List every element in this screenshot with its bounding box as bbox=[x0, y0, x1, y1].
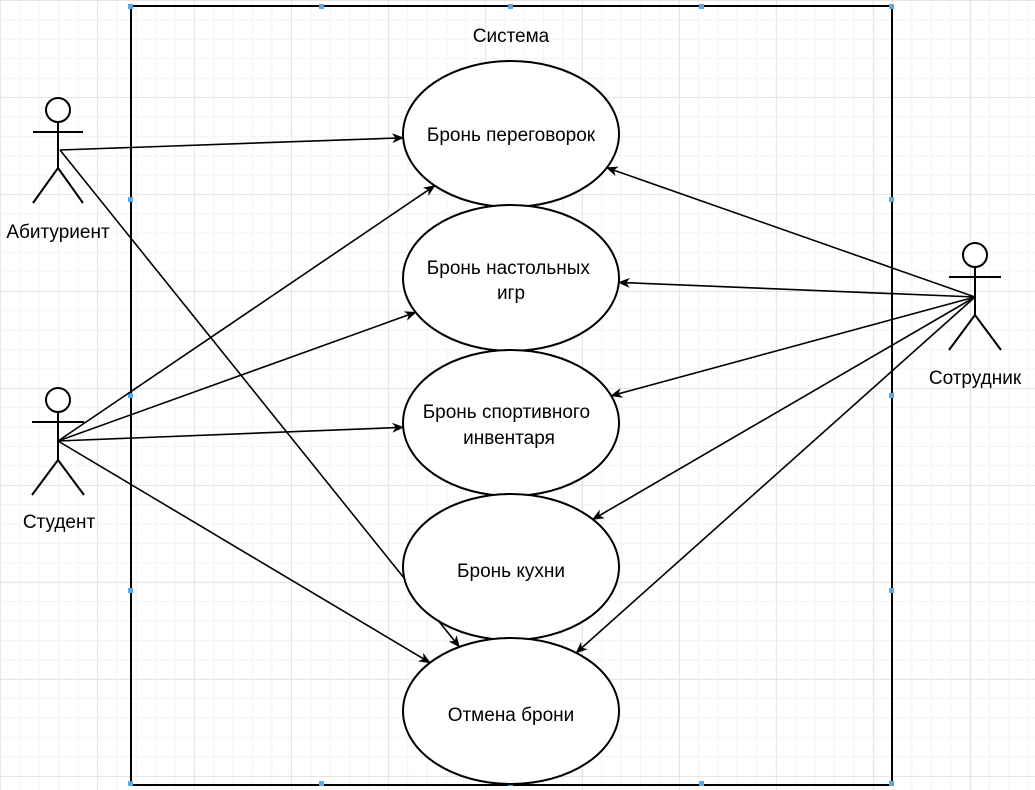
selection-handle[interactable] bbox=[128, 197, 133, 202]
association-arrow-employee-uc2[interactable] bbox=[617, 277, 976, 298]
use-case-sports-equipment[interactable]: Бронь спортивного инвентаря bbox=[402, 349, 620, 497]
association-arrow-student-uc5[interactable] bbox=[57, 440, 431, 664]
actor-label: Сотрудник bbox=[929, 368, 1022, 389]
use-case-meeting-rooms[interactable]: Бронь переговорок bbox=[402, 60, 620, 208]
actor-head-icon bbox=[45, 97, 71, 123]
use-case-label: Бронь настольных bbox=[427, 258, 591, 279]
selection-handle[interactable] bbox=[128, 588, 133, 593]
association-arrow-employee-uc4[interactable] bbox=[591, 296, 976, 521]
association-arrow-applicant-uc5[interactable] bbox=[59, 149, 461, 648]
use-case-label: инвентаря bbox=[463, 428, 555, 449]
association-arrow-employee-uc1[interactable] bbox=[605, 166, 976, 298]
selection-handle[interactable] bbox=[128, 781, 133, 786]
actor-head-icon bbox=[962, 242, 988, 268]
selection-handles bbox=[128, 4, 894, 786]
use-case-label: игр bbox=[497, 283, 525, 304]
use-case-board-games[interactable]: Бронь настольных игр bbox=[402, 204, 620, 352]
actor-label: Абитуриент bbox=[6, 222, 110, 243]
svg-text:Бронь переговорок: Бронь переговорок bbox=[427, 125, 596, 146]
actor-student[interactable]: Студент bbox=[23, 387, 96, 533]
use-case-label: Бронь спортивного bbox=[423, 402, 590, 423]
selection-handle[interactable] bbox=[319, 781, 324, 786]
association-arrow-student-uc2[interactable] bbox=[57, 311, 417, 442]
svg-text:Бронь настольных игр: Бронь настольных игр bbox=[427, 258, 595, 304]
selection-handle[interactable] bbox=[699, 781, 704, 786]
selection-handle[interactable] bbox=[889, 4, 894, 9]
association-arrow-applicant-uc1[interactable] bbox=[59, 133, 405, 151]
selection-handle[interactable] bbox=[889, 197, 894, 202]
svg-text:Бронь кухни: Бронь кухни bbox=[457, 561, 565, 582]
selection-handle[interactable] bbox=[889, 781, 894, 786]
association-arrow-student-uc3[interactable] bbox=[57, 422, 405, 442]
selection-handle[interactable] bbox=[319, 4, 324, 9]
svg-text:Бронь спортивного инвент: Бронь спортивного инвентаря bbox=[423, 402, 596, 449]
selection-handle[interactable] bbox=[508, 4, 513, 9]
use-case-label: Бронь переговорок bbox=[427, 125, 596, 146]
use-case-kitchen[interactable]: Бронь кухни bbox=[402, 493, 620, 641]
use-case-cancel-booking[interactable]: Отмена брони bbox=[402, 637, 620, 785]
association-arrow-student-uc1[interactable] bbox=[57, 185, 436, 442]
association-arrow-employee-uc3[interactable] bbox=[610, 296, 976, 398]
svg-text:Отмена брони: Отмена брони bbox=[448, 705, 575, 726]
association-arrow-employee-uc5[interactable] bbox=[575, 296, 976, 654]
actor-label: Студент bbox=[23, 512, 96, 533]
selection-handle[interactable] bbox=[889, 393, 894, 398]
use-case-label: Бронь кухни bbox=[457, 561, 565, 582]
selection-handle[interactable] bbox=[889, 588, 894, 593]
use-case-label: Отмена брони bbox=[448, 705, 575, 726]
selection-handle[interactable] bbox=[128, 4, 133, 9]
system-title: Система bbox=[473, 26, 550, 47]
associations bbox=[57, 133, 976, 664]
actor-employee[interactable]: Сотрудник bbox=[929, 242, 1022, 389]
actor-head-icon bbox=[45, 387, 71, 413]
selection-handle[interactable] bbox=[699, 4, 704, 9]
actor-applicant[interactable]: Абитуриент bbox=[6, 97, 110, 243]
selection-handle[interactable] bbox=[128, 393, 133, 398]
